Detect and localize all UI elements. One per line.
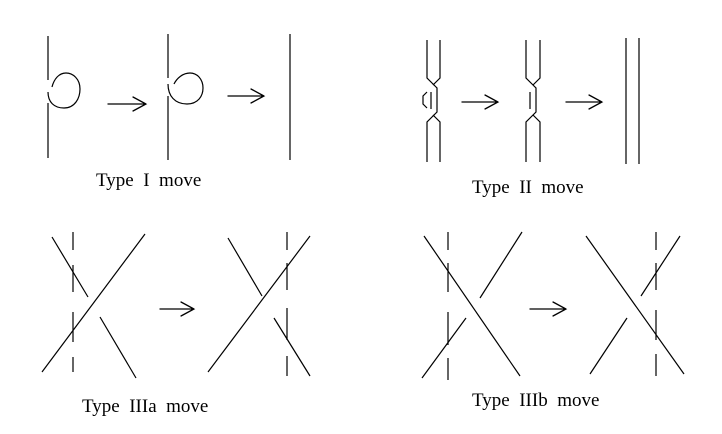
type2-crossing-right [525,40,541,162]
type2-panel [422,38,640,164]
type1-arrow-2 [227,88,266,104]
type3b-left-crossing [421,231,523,380]
type2-parallel-strands [625,38,640,164]
type3a-right-crossing [207,232,311,377]
type3a-left-crossing [41,232,146,379]
type3b-arrow [529,301,568,317]
type1-kink-left [47,36,81,158]
type3b-right-crossing [585,232,685,376]
type1-kink-right [167,34,204,160]
type3b-panel [421,231,685,380]
type3a-arrow [159,301,196,317]
type2-arrow-2 [565,94,604,110]
type3a-panel [41,232,311,379]
type1-arrow-1 [107,96,148,112]
type1-panel [47,34,291,160]
type3b-caption: Type IIIb move [472,390,600,411]
type2-caption: Type II move [472,177,584,198]
type2-crossing-left [422,40,441,162]
type1-caption: Type I move [96,170,202,191]
type3a-caption: Type IIIa move [82,396,209,417]
type2-arrow-1 [461,94,500,110]
